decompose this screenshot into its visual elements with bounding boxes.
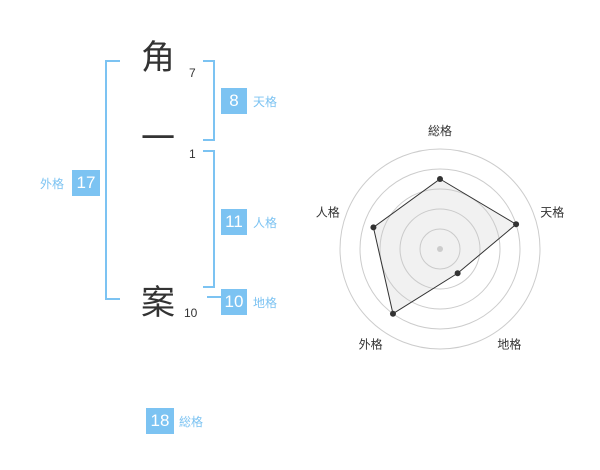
gaikaku-label: 外格	[40, 177, 65, 191]
stroke-count-2: 1	[189, 147, 196, 161]
chikaku-connector	[207, 296, 221, 298]
radar-point-3	[454, 270, 461, 277]
name-char-2: 一	[141, 119, 175, 159]
radar-center-dot	[437, 246, 443, 252]
gaikaku-value: 17	[72, 170, 100, 196]
stroke-count-1: 7	[189, 66, 196, 80]
radar-point-4	[389, 310, 396, 317]
tenkaku-value: 8	[221, 88, 247, 114]
chikaku-label: 地格	[253, 296, 278, 310]
stroke-count-3: 10	[184, 306, 198, 320]
tenkaku-bracket	[203, 60, 215, 141]
radar-axis-label: 外格	[359, 336, 383, 351]
jinkaku-value: 11	[221, 209, 247, 235]
radar-point-2	[513, 221, 520, 228]
name-char-1: 角	[141, 38, 175, 78]
tenkaku-label: 天格	[253, 95, 278, 109]
radar-axis-label: 人格	[316, 205, 340, 220]
soukaku-value: 18	[146, 408, 174, 434]
jinkaku-label: 人格	[253, 216, 278, 230]
soukaku-label: 総格	[179, 415, 204, 429]
radar-axis-label: 総格	[428, 123, 452, 138]
radar-point-5	[370, 224, 377, 231]
gaikaku-bracket	[105, 60, 120, 300]
radar-point-1	[437, 176, 443, 182]
jinkaku-bracket	[203, 150, 215, 288]
radar-series-polygon	[372, 178, 517, 315]
radar-axis-label: 地格	[497, 336, 521, 351]
chikaku-value: 10	[221, 289, 247, 315]
radar-axis-label: 天格	[540, 205, 564, 220]
name-char-3: 案	[141, 283, 175, 323]
